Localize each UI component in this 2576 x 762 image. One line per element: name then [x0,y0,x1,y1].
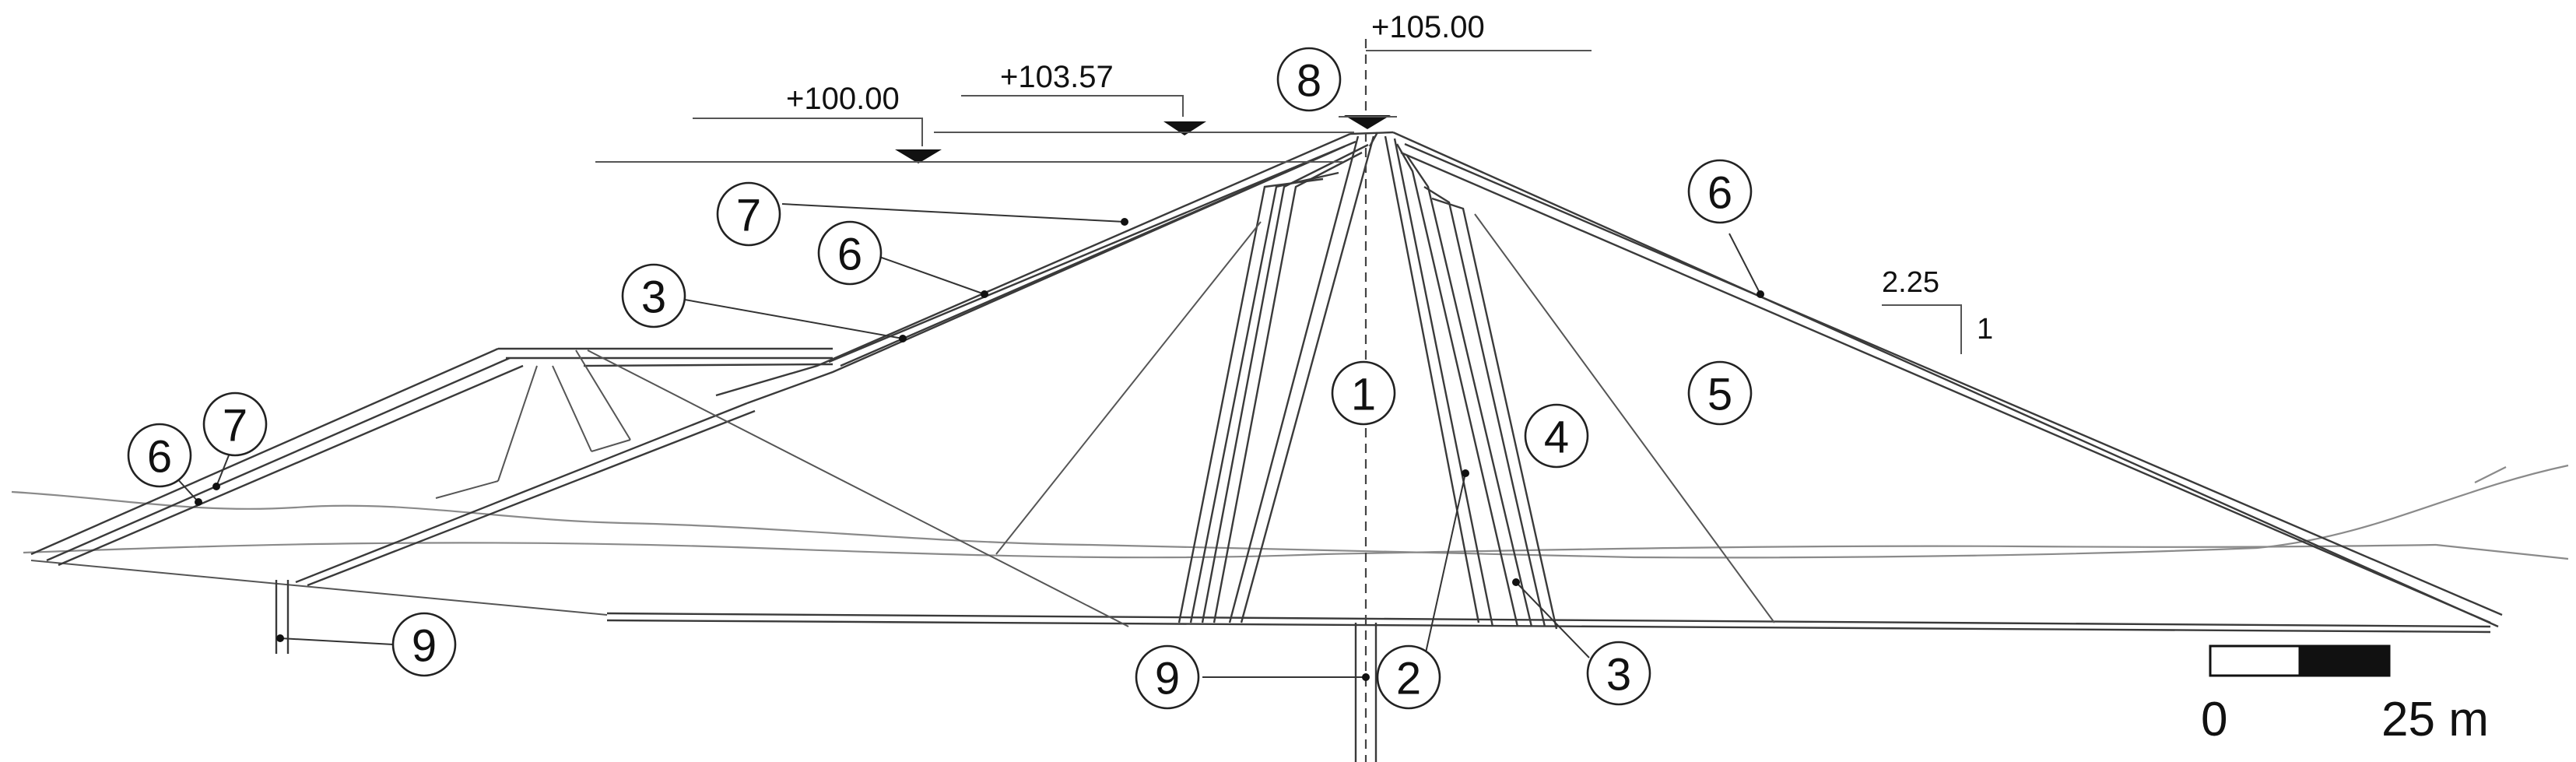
zone-label-9-left: 9 [391,612,457,677]
zone-label-2: 2 [1376,644,1441,710]
svg-text:9: 9 [412,621,437,672]
crest-level-triangle [1344,115,1391,129]
svg-text:7: 7 [736,191,761,241]
svg-text:7: 7 [223,401,247,451]
elevation-markers: +105.00 +103.57 +100.00 [595,10,1592,163]
svg-text:3: 3 [641,272,666,323]
zone-label-5: 5 [1687,360,1753,426]
slope-vertical-label: 1 [1977,313,1993,346]
upstream-slope [30,132,1356,654]
scale-bar-end-label: 25 m [2381,693,2489,746]
core-and-filters [995,131,1775,630]
svg-text:1: 1 [1351,370,1376,420]
zone-label-3-upstream: 3 [621,263,686,328]
zone-label-6-upper: 6 [817,220,883,286]
svg-text:6: 6 [147,432,172,483]
slope-horizontal-label: 2.25 [1882,266,1939,299]
zone-label-4: 4 [1524,403,1589,469]
downstream-slope [1392,131,2503,628]
leader-lines [174,203,1764,681]
foundation-base [30,560,2491,634]
svg-text:3: 3 [1606,650,1631,701]
scale-bar-black-segment [2298,644,2391,677]
svg-text:9: 9 [1155,654,1180,704]
scale-bar: 0 25 m [2201,644,2489,746]
zone-label-6-lower: 6 [127,423,192,488]
scale-bar-white-segment [2209,644,2301,677]
zone-label-7-upper: 7 [716,181,781,247]
svg-text:5: 5 [1707,370,1732,420]
svg-text:2: 2 [1396,654,1421,704]
normal-water-triangle [895,149,942,163]
zone-label-6-downstream: 6 [1687,159,1753,224]
slope-indicator: 2.25 1 [1882,266,1993,354]
svg-text:6: 6 [1707,168,1732,219]
zone-label-3-downstream: 3 [1586,641,1651,706]
zone-labels: 8 7 6 3 6 1 4 5 [127,47,1753,710]
crest-elevation-label: +105.00 [1371,10,1485,44]
zone-label-8: 8 [1276,47,1342,112]
scale-bar-start-label: 0 [2201,693,2227,746]
svg-text:8: 8 [1297,56,1321,107]
zone-label-9-center: 9 [1135,644,1200,710]
svg-text:4: 4 [1544,413,1569,463]
zone-label-1: 1 [1331,360,1396,426]
svg-text:6: 6 [837,230,862,280]
zone-label-7-lower: 7 [202,392,268,457]
normal-water-elevation-label: +100.00 [786,82,900,116]
ground-surface [11,464,2569,560]
high-water-elevation-label: +103.57 [1000,60,1114,94]
high-water-triangle [1163,121,1206,135]
